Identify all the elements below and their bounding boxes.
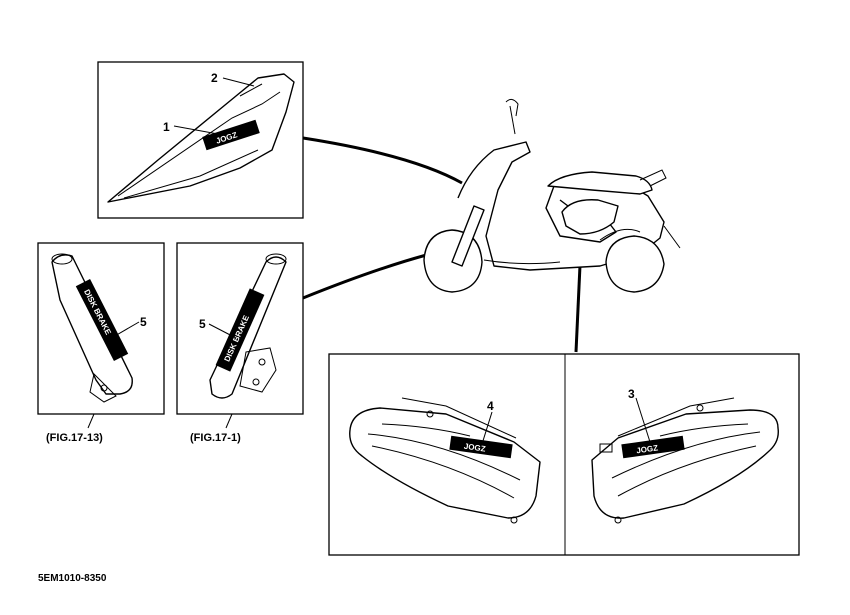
callout-1: 1 [163, 120, 170, 134]
fork-bracket-left [89, 373, 117, 403]
side-cover-left-body [349, 407, 541, 519]
fork-bracket-right [239, 347, 277, 393]
decal-jog-left-text: JOGZ [463, 442, 486, 454]
scooter-body [457, 141, 665, 271]
scooter-outline [423, 98, 681, 293]
side-cover-right-rib-3 [659, 423, 749, 437]
fork-bolt-left [100, 384, 108, 392]
callout-5a: 5 [140, 315, 147, 329]
panel-front-cover: JOGZ 1 2 [97, 61, 304, 219]
rear-wheel [605, 235, 665, 293]
side-cover-right: JOGZ 3 [591, 387, 779, 524]
rear-rack [639, 169, 667, 187]
front-cover-stripe [239, 83, 263, 97]
decal-disk-brake-left [75, 278, 129, 362]
caption-fig-17-13: (FIG.17-13) [46, 432, 103, 444]
leader-5b [208, 323, 237, 339]
decal-jog-right-text: JOGZ [636, 443, 659, 455]
side-cover-left-rib-3 [381, 423, 471, 437]
fork-leg-left [51, 254, 133, 395]
rear-fender [599, 228, 641, 241]
side-panel-outline [561, 199, 619, 235]
decal-jog-right [621, 435, 685, 459]
front-cover-part [107, 73, 295, 203]
fork-top-left [51, 253, 73, 265]
panel-fork-right: DISK BRAKE 5 (FIG.17-1) [176, 242, 304, 444]
link-top-panel [302, 136, 463, 185]
leader-4 [481, 411, 493, 445]
front-cover-edge [123, 149, 259, 199]
drawing-code: 5EM1010-8350 [38, 573, 107, 584]
decal-jog-top [202, 119, 260, 151]
leader-1 [173, 125, 219, 135]
callout-4: 4 [487, 399, 494, 413]
side-cover-right-body [591, 409, 779, 519]
side-cover-left-clip [510, 516, 518, 524]
caption-tick-left [87, 413, 95, 429]
side-cover-right-flange [617, 397, 735, 437]
side-cover-right-rib-2 [617, 445, 757, 497]
caption-fig-17-1: (FIG.17-1) [190, 432, 241, 444]
leader-5a [107, 321, 140, 341]
side-cover-left-rib-2 [371, 445, 515, 499]
floorboard [483, 259, 561, 265]
side-cover-right-clip [614, 516, 622, 524]
panel-fork-left: DISK BRAKE 5 (FIG.17-13) [37, 242, 165, 444]
side-cover-left: JOGZ 4 [349, 397, 541, 524]
front-fork [451, 205, 485, 267]
callout-5b: 5 [199, 317, 206, 331]
caption-tick-right [225, 413, 233, 429]
fork-bolt-right-1 [258, 358, 266, 366]
mirror-stem [509, 105, 516, 135]
side-cover-right-rib-1 [611, 431, 761, 479]
callout-2: 2 [211, 71, 218, 85]
side-cover-left-screw [426, 410, 434, 418]
leader-2 [222, 77, 255, 87]
fork-top-right [265, 253, 287, 265]
decal-disk-brake-right [215, 288, 265, 372]
side-cover-left-flange [401, 397, 517, 439]
front-cover-crease [117, 91, 281, 197]
link-fork-panel [302, 252, 431, 300]
side-cover-right-tab [599, 443, 613, 453]
panel-side-covers: JOGZ 4 JOGZ 3 [328, 353, 800, 556]
side-cover-right-screw [696, 404, 704, 412]
decal-jog-left [449, 435, 513, 459]
fork-bolt-right-2 [252, 378, 260, 386]
callout-3: 3 [628, 387, 635, 401]
leader-3 [635, 397, 651, 443]
scooter-seat [547, 171, 653, 195]
side-cover-left-rib-1 [367, 433, 521, 481]
tail-stay [663, 225, 681, 249]
mirror [505, 98, 519, 117]
